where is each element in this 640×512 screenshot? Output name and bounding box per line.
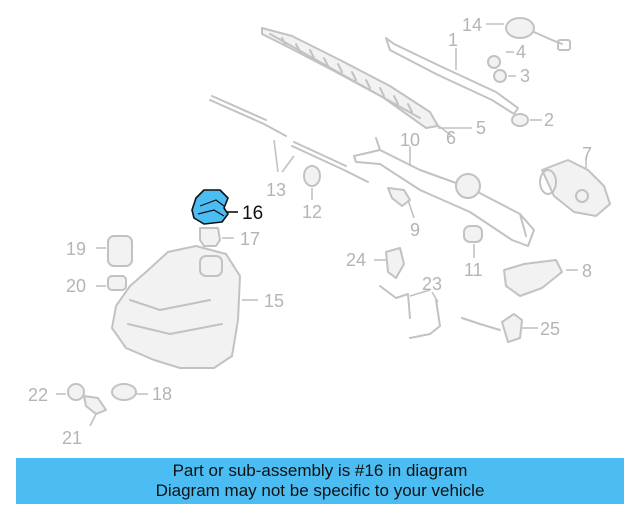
callout-13: 13 [266, 180, 286, 200]
wiper-linkage [353, 137, 535, 247]
callout-17: 17 [240, 229, 260, 249]
info-banner: Part or sub-assembly is #16 in diagram D… [16, 458, 624, 504]
callout-15: 15 [264, 291, 284, 311]
banner-line-2: Diagram may not be specific to your vehi… [155, 481, 485, 500]
banner-line-1: Part or sub-assembly is #16 in diagram [172, 461, 468, 480]
callout-18: 18 [152, 384, 172, 404]
callout-16: 16 [242, 203, 263, 224]
part-16-highlighted[interactable] [191, 189, 238, 225]
callout-11: 11 [464, 260, 483, 280]
callout-5: 5 [476, 118, 486, 138]
part-21-nozzle [83, 395, 107, 415]
part-11-grommet [463, 225, 483, 243]
callout-7: 7 [582, 144, 592, 164]
wiper-motor [539, 159, 611, 217]
callout-2: 2 [544, 110, 554, 130]
callout-21: 21 [62, 428, 82, 448]
callout-4: 4 [516, 42, 526, 62]
callout-12: 12 [302, 202, 322, 222]
callout-10: 10 [400, 130, 420, 150]
part-14-cap [505, 17, 571, 51]
part-18-cap [111, 383, 137, 401]
callout-23: 23 [422, 274, 442, 294]
part-17-seal [199, 227, 221, 247]
callout-22: 22 [28, 385, 48, 405]
nuts [487, 55, 529, 127]
callout-1: 1 [448, 30, 458, 50]
wiper-blade [261, 27, 439, 129]
callout-24: 24 [346, 250, 366, 270]
part-8-bracket [503, 259, 563, 297]
callout-19: 19 [66, 239, 86, 259]
part-24-connector [385, 247, 405, 279]
callout-8: 8 [582, 261, 592, 281]
washer-reservoir [111, 245, 241, 369]
part-22-grommet [67, 383, 85, 401]
washer-hoses [379, 285, 501, 339]
part-25-connector [501, 313, 523, 343]
part-16-shape[interactable] [191, 189, 229, 225]
parts-diagram: 14 1 4 3 2 5 6 10 7 13 12 9 16 17 19 24 … [28, 15, 611, 448]
callout-6: 6 [446, 128, 456, 148]
callout-labels: 14 1 4 3 2 5 6 10 7 13 12 9 16 17 19 24 … [28, 15, 592, 448]
leader-lines [56, 23, 587, 427]
callout-9: 9 [410, 220, 420, 240]
wiper-arm [385, 37, 519, 115]
callout-14: 14 [462, 15, 482, 35]
part-12-bushing [303, 165, 321, 187]
callout-25: 25 [540, 319, 560, 339]
callout-20: 20 [66, 276, 86, 296]
wiper-refills [209, 95, 369, 183]
part-9-clip [387, 187, 411, 207]
washer-pump [107, 235, 133, 291]
callout-3: 3 [520, 66, 530, 86]
